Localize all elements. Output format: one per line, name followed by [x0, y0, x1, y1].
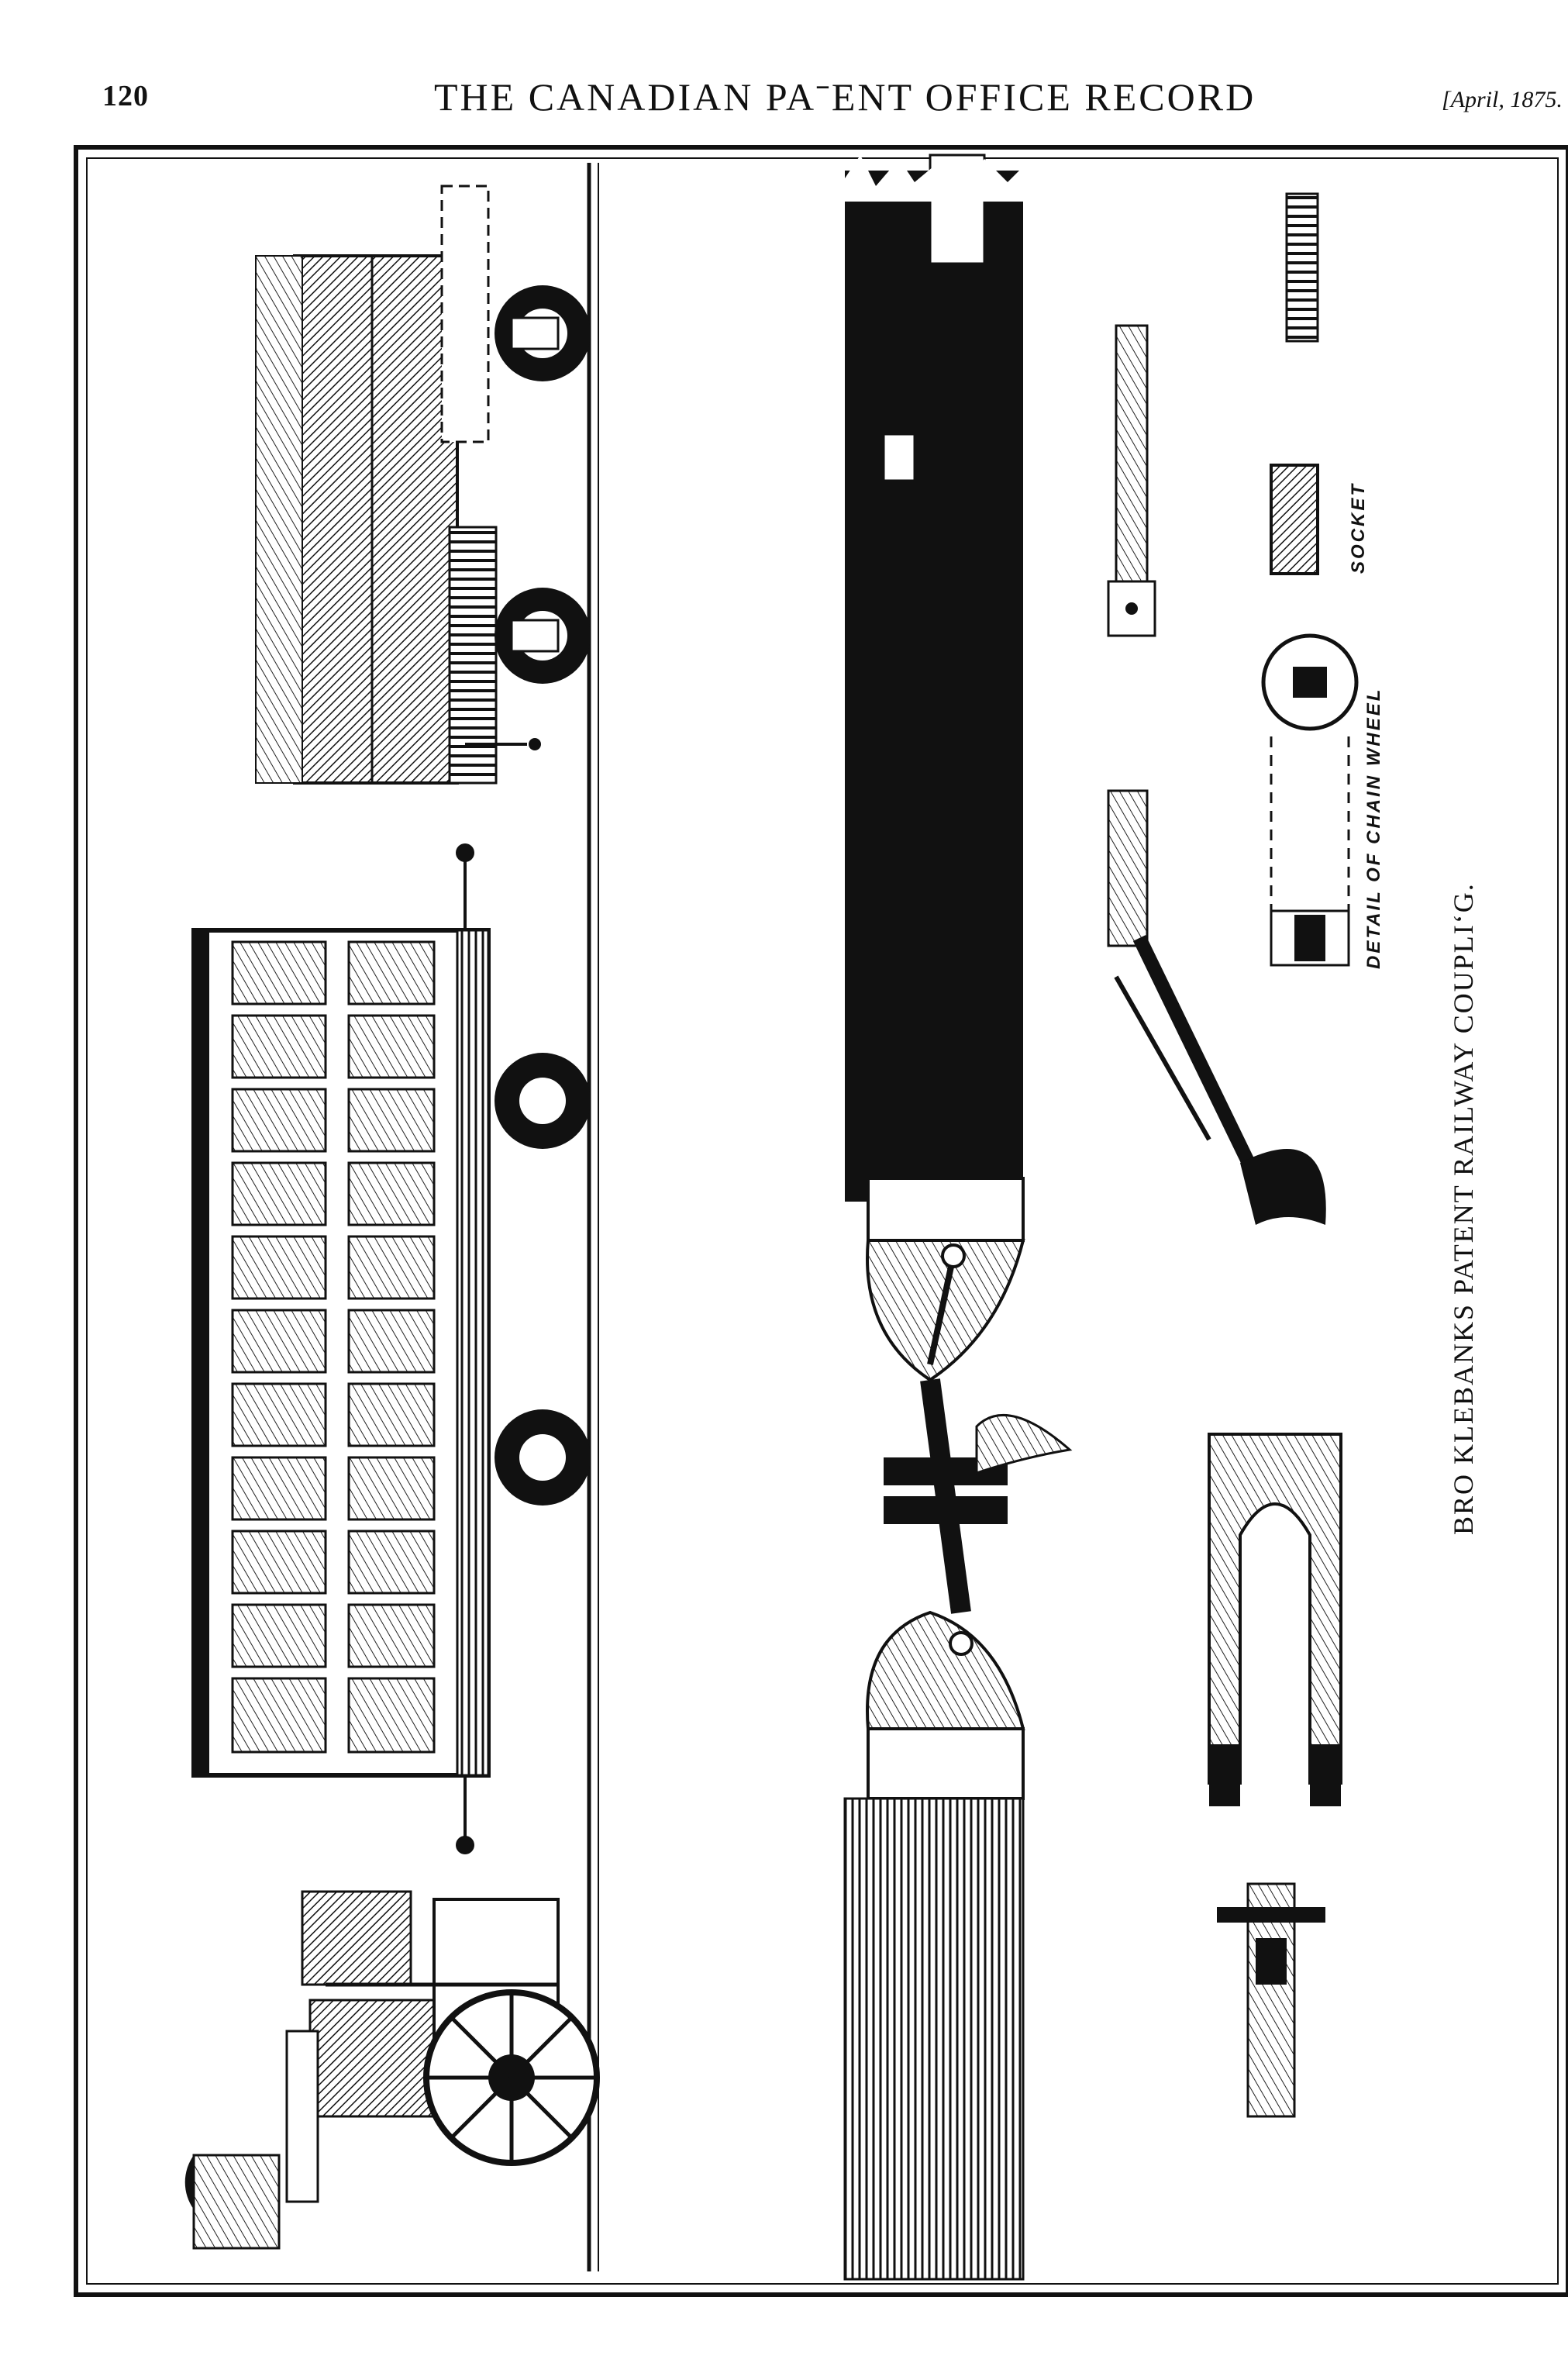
clevis-detail — [1208, 1433, 1342, 1806]
chain-wheel-detail-label: DETAIL OF CHAIN WHEEL — [1363, 688, 1384, 969]
chain-wheel-detail — [1261, 633, 1359, 967]
plate-border — [74, 145, 1568, 2297]
link-bar-detail — [1107, 324, 1156, 637]
locomotive-illustration — [184, 1890, 600, 2250]
journal-title: THE CANADIAN PAˉENT OFFICE RECORD — [434, 75, 1256, 119]
coupling-hook-detail — [1107, 789, 1326, 1225]
plate-caption: BRO KLEBANKS PATENT RAILWAY COUPLIʻG. — [1448, 882, 1479, 1535]
issue-date: [April, 1875. — [1442, 87, 1563, 112]
freight-car-illustration — [255, 185, 591, 785]
passenger-car-illustration — [191, 843, 591, 1854]
page-number: 120 — [102, 80, 149, 112]
rail-track — [587, 163, 599, 2271]
pin-detail — [1217, 1882, 1325, 2118]
coupling-shaft-illustration — [843, 153, 1073, 2281]
socket-detail — [1270, 192, 1319, 575]
page-header: 120 THE CANADIAN PAˉENT OFFICE RECORD [A… — [0, 0, 1568, 124]
socket-label: SOCKET — [1348, 482, 1369, 574]
